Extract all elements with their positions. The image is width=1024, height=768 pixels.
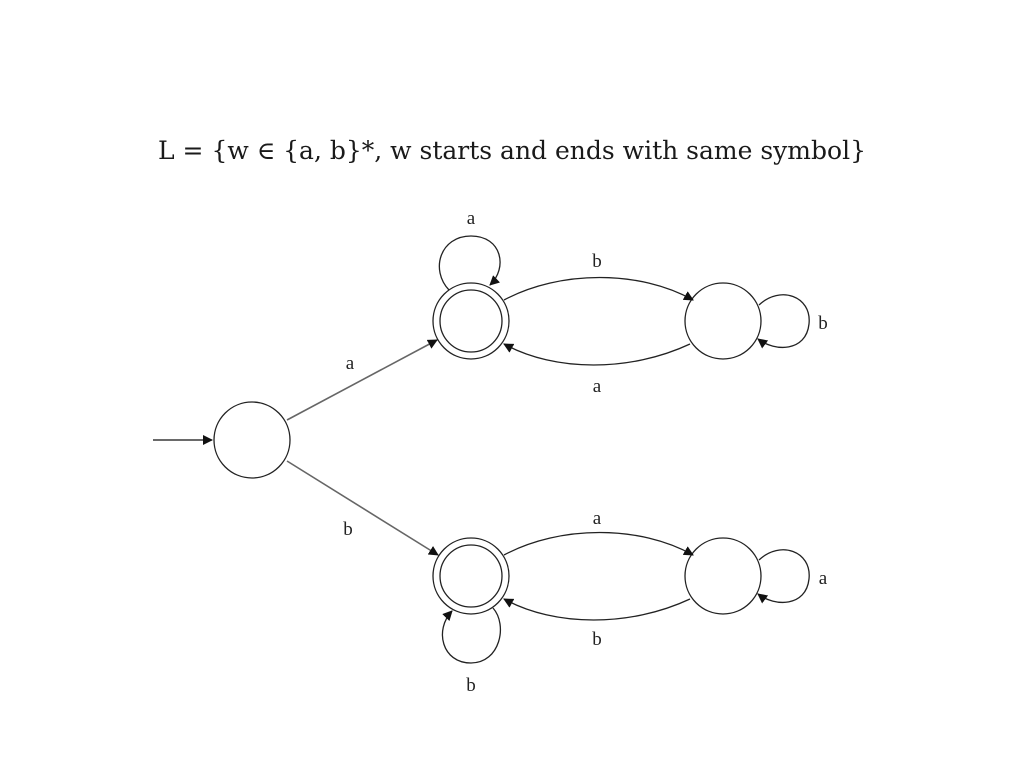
edge-q3-q4 [503, 531, 694, 556]
loop-q1 [438, 235, 501, 291]
loop-q3 [441, 607, 501, 664]
label-q3-loop: b [466, 675, 476, 696]
loop-q4 [757, 549, 810, 604]
label-q3-q4: a [593, 508, 602, 529]
state-q4 [684, 537, 762, 615]
label-q2-q1: a [593, 376, 602, 397]
state-q0 [213, 401, 291, 479]
state-q1-accepting [432, 282, 510, 360]
label-q1-q2: b [592, 251, 602, 272]
edge-q4-q3 [503, 598, 691, 621]
edge-q0-q1 [286, 339, 438, 421]
state-q3-accepting [432, 537, 510, 615]
edge-q1-q2 [503, 276, 694, 301]
loop-q2 [757, 294, 810, 349]
label-q4-q3: b [592, 629, 602, 650]
diagram-title: L = {w ∈ {a, b}*, w starts and ends with… [158, 136, 866, 165]
label-q4-loop: a [819, 568, 828, 589]
label-q2-loop: b [818, 313, 828, 334]
state-q2 [684, 282, 762, 360]
label-q1-loop: a [467, 208, 476, 229]
label-q0-q3: b [343, 519, 353, 540]
edge-q0-q3 [286, 460, 439, 556]
edge-q2-q1 [503, 343, 691, 366]
label-q0-q1: a [346, 353, 355, 374]
